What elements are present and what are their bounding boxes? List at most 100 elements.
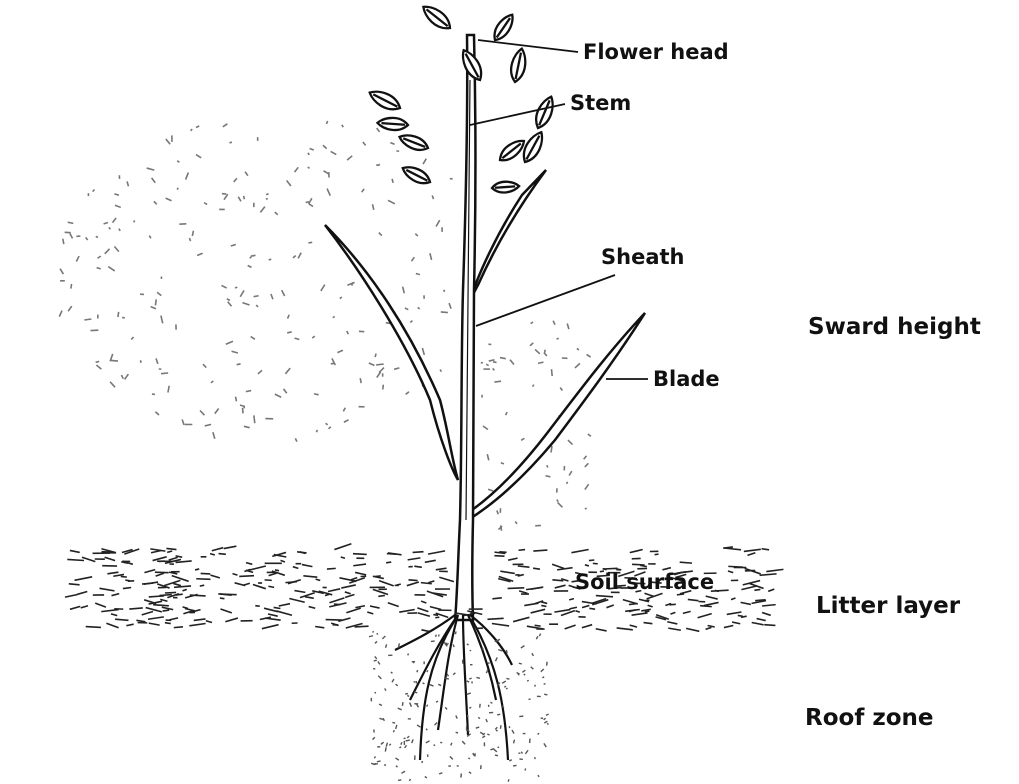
root-stipple-mark [369,636,373,637]
stipple-mark [432,196,433,200]
litter-mark [316,579,321,580]
stipple-mark [377,128,380,132]
label-root-zone: Roof zone [805,705,934,731]
litter-mark [752,622,764,624]
root-stipple-mark [453,644,454,647]
stipple-mark [105,249,110,254]
litter-mark [768,589,774,591]
root-stipple-mark [544,721,547,723]
litter-mark [355,606,365,608]
litter-mark [176,594,183,595]
stipple-mark [489,360,495,361]
litter-mark [305,597,314,599]
root-stipple-mark [407,696,409,697]
stipple-mark [213,432,215,439]
stipple-mark [298,253,301,259]
litter-mark [327,568,336,569]
litter-mark [417,608,428,612]
litter-mark [518,566,530,567]
litter-mark [531,587,543,589]
litter-mark [513,617,529,621]
stipple-mark [269,259,272,260]
stipple-mark [113,218,117,223]
litter-mark [680,562,692,563]
root-stipple-mark [378,661,380,664]
root-stipple-mark [497,714,500,715]
root-stipple-mark [439,773,442,774]
root-stipple-mark [538,775,539,777]
litter-mark [630,625,637,627]
root-stipple-mark [495,727,497,729]
stipple-mark [147,168,155,170]
litter-mark [373,576,384,578]
stipple-mark [557,338,559,339]
stipple-mark [340,297,342,299]
litter-mark [762,605,776,606]
litter-mark [253,585,266,589]
stipple-mark [423,159,426,164]
root-stipple-mark [467,715,468,717]
root-stipple-mark [408,653,409,655]
stipple-mark [530,343,533,346]
stipple-mark [71,284,72,289]
litter-mark [754,589,760,590]
litter-mark [148,617,164,619]
litter-mark [596,629,607,631]
litter-mark [492,624,509,626]
root-stipple-mark [427,705,428,707]
root-stipple-mark [506,678,509,679]
litter-mark [766,569,783,571]
litter-mark [330,598,345,603]
stipple-mark [196,155,201,158]
litter-mark [101,610,118,612]
litter-mark [589,560,594,561]
litter-mark [345,592,351,594]
stipple-mark [440,370,441,372]
stipple-mark [223,124,228,127]
stipple-mark [232,351,238,353]
litter-mark [275,570,279,571]
stipple-mark [236,397,237,402]
litter-mark [264,608,278,611]
stipple-mark [76,256,79,261]
litter-mark [435,617,439,618]
root-stipple-mark [434,722,437,725]
spikelet [490,11,517,43]
stipple-mark [254,415,255,423]
litter-mark [508,588,525,589]
stipple-mark [379,233,382,236]
root-stipple-mark [456,732,458,733]
litter-mark [165,623,171,624]
stipple-mark [306,202,309,203]
stipple-mark [295,167,299,172]
stipple-mark [375,354,376,358]
litter-mark [149,623,160,625]
stipple-mark [109,227,111,229]
stipple-mark [538,362,543,363]
root-stipple-mark [423,683,425,684]
litter-mark [153,605,169,606]
stipple-mark [560,388,562,391]
stipple-mark [246,391,251,392]
root-stipple-mark [385,644,386,647]
stipple-mark [84,319,91,320]
root-stipple-mark [482,736,485,738]
root-stipple-mark [438,684,441,685]
root-stipple-mark [386,743,387,747]
root-stipple-mark [487,734,489,735]
root-stipple-mark [384,765,386,766]
stipple-mark [275,394,281,397]
litter-mark [731,598,735,600]
stipple-mark [510,360,514,365]
litter-mark [200,585,204,586]
stipple-mark [324,171,329,174]
stipple-mark [68,306,72,311]
root-stipple-mark [396,758,399,760]
root-stipple-mark [461,774,462,778]
litter-mark [353,554,367,555]
litter-mark [741,602,751,604]
litter-mark [433,593,447,595]
root-stipple-mark [393,730,394,732]
stipple-mark [275,212,278,215]
stipple-mark [347,156,352,160]
